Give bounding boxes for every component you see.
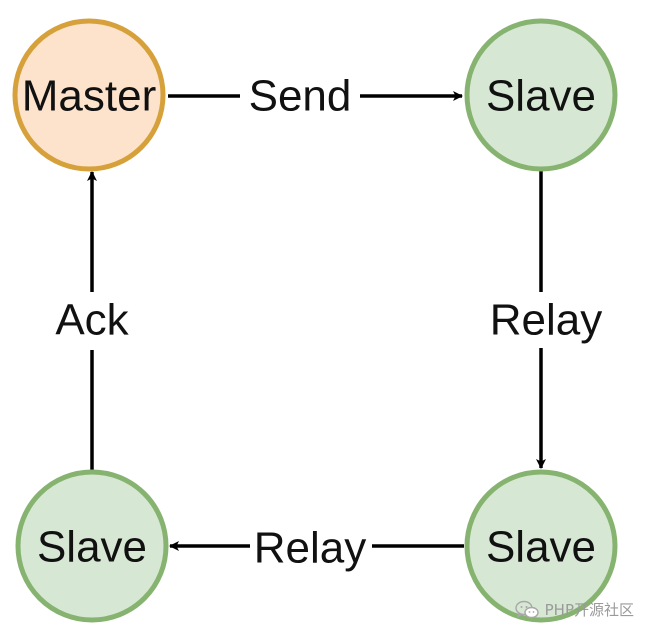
- node-slave-bottom-left-circle: [15, 469, 169, 623]
- edge-relay-horizontal: Relay: [169, 524, 464, 573]
- edge-ack-label: Ack: [55, 296, 129, 345]
- node-master-label: Master: [22, 72, 156, 121]
- edge-relay-horizontal-label: Relay: [254, 524, 367, 573]
- edge-ack: Ack: [55, 171, 130, 470]
- watermark-text: PHP开源社区: [544, 601, 634, 619]
- node-master-circle: [12, 18, 166, 172]
- wechat-icon: [514, 600, 539, 618]
- node-slave-bottom-left-label: Slave: [37, 523, 147, 572]
- edge-send: Send: [168, 72, 463, 121]
- node-master: Master: [12, 18, 166, 172]
- node-slave-top-right: Slave: [464, 18, 618, 172]
- edge-send-label: Send: [249, 72, 352, 121]
- node-slave-bottom-left: Slave: [15, 469, 169, 623]
- node-slave-bottom-right-circle: [464, 469, 618, 623]
- node-slave-top-right-circle: [464, 18, 618, 172]
- edge-relay-vertical-label: Relay: [490, 296, 603, 345]
- node-slave-bottom-right-label: Slave: [486, 523, 596, 572]
- watermark: PHP开源社区: [514, 599, 634, 620]
- node-slave-top-right-label: Slave: [486, 72, 596, 121]
- node-slave-bottom-right: Slave: [464, 469, 618, 623]
- edge-relay-vertical: Relay: [490, 170, 603, 469]
